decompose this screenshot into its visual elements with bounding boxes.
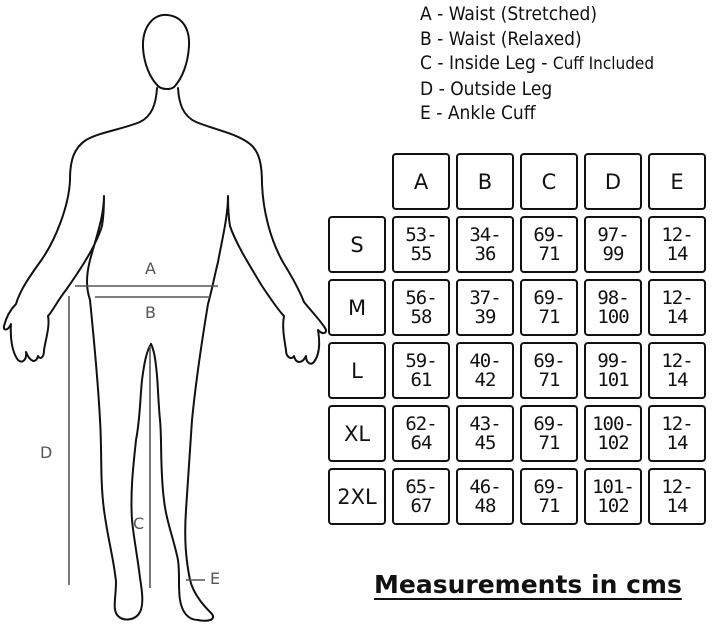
figure-outline-right bbox=[150, 87, 328, 622]
measurement-legend: A - Waist (Stretched) B - Waist (Relaxed… bbox=[420, 2, 654, 126]
legend-item: E - Ankle Cuff bbox=[420, 102, 536, 124]
body-figure: A B D C E bbox=[2, 13, 328, 622]
size-label: S bbox=[328, 216, 386, 273]
legend-item: A - Waist (Stretched) bbox=[420, 3, 597, 25]
label-c: C bbox=[133, 514, 144, 533]
legend-item: D - Outside Leg bbox=[420, 77, 553, 100]
measurement-cell: 62- 64 bbox=[392, 405, 450, 462]
units-note: Measurements in cms bbox=[374, 570, 682, 599]
size-label: XL bbox=[328, 405, 386, 462]
figure-outline-left bbox=[2, 87, 158, 621]
measurement-cell: 40- 42 bbox=[456, 342, 514, 399]
column-header: D bbox=[584, 153, 642, 210]
table-corner bbox=[328, 153, 386, 210]
measurement-cell: 69- 71 bbox=[520, 468, 578, 525]
size-label: M bbox=[328, 279, 386, 336]
measurement-cell: 12- 14 bbox=[648, 468, 706, 525]
measurement-cell: 59- 61 bbox=[392, 342, 450, 399]
measurement-cell: 69- 71 bbox=[520, 405, 578, 462]
label-d: D bbox=[40, 443, 52, 462]
measurement-cell: 69- 71 bbox=[520, 279, 578, 336]
measurement-cell: 53- 55 bbox=[392, 216, 450, 273]
measurement-cell: 12- 14 bbox=[648, 342, 706, 399]
measurement-cell: 65- 67 bbox=[392, 468, 450, 525]
size-label: L bbox=[328, 342, 386, 399]
label-a: A bbox=[145, 259, 156, 278]
measurement-cell: 56- 58 bbox=[392, 279, 450, 336]
measurement-cell: 37- 39 bbox=[456, 279, 514, 336]
table-header-row: A B C D E bbox=[328, 153, 706, 210]
measurement-cell: 69- 71 bbox=[520, 342, 578, 399]
measurement-cell: 100- 102 bbox=[584, 405, 642, 462]
column-header: C bbox=[520, 153, 578, 210]
measurement-cell: 12- 14 bbox=[648, 279, 706, 336]
measurement-cell: 97- 99 bbox=[584, 216, 642, 273]
measurement-cell: 69- 71 bbox=[520, 216, 578, 273]
label-e: E bbox=[210, 569, 220, 588]
measurement-cell: 12- 14 bbox=[648, 405, 706, 462]
label-b: B bbox=[145, 303, 156, 322]
measurement-cell: 101- 102 bbox=[584, 468, 642, 525]
legend-note: Cuff Included bbox=[552, 54, 655, 74]
measurement-cell: 46- 48 bbox=[456, 468, 514, 525]
measurement-cell: 12- 14 bbox=[648, 216, 706, 273]
legend-item: B - Waist (Relaxed) bbox=[420, 27, 582, 50]
measurement-cell: 34- 36 bbox=[456, 216, 514, 273]
column-header: E bbox=[648, 153, 706, 210]
legend-item: C - Inside Leg - Cuff Included bbox=[420, 52, 655, 74]
measurement-cell: 99- 101 bbox=[584, 342, 642, 399]
column-header: B bbox=[456, 153, 514, 210]
figure-head bbox=[141, 13, 191, 90]
column-header: A bbox=[392, 153, 450, 210]
measurement-cell: 43- 45 bbox=[456, 405, 514, 462]
measurement-cell: 98- 100 bbox=[584, 279, 642, 336]
size-label: 2XL bbox=[328, 468, 386, 525]
